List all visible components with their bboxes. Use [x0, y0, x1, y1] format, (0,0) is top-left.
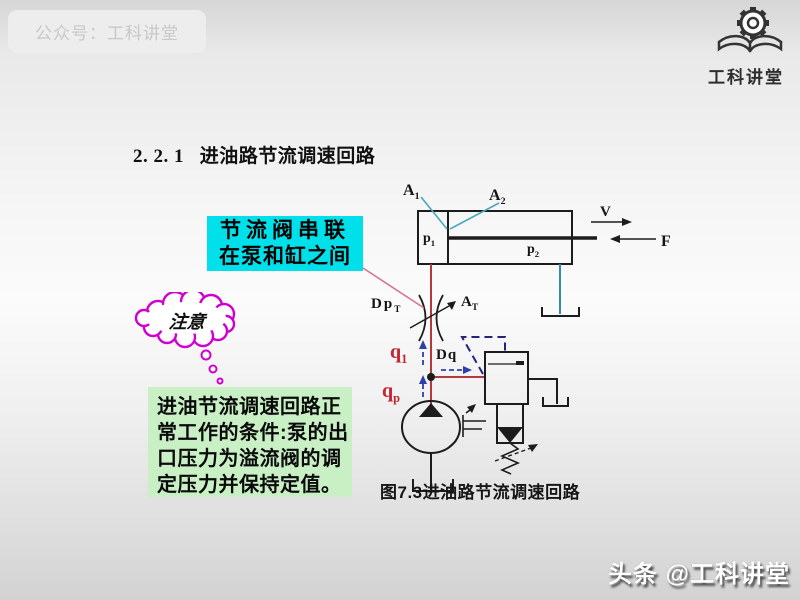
account-badge: 公众号：工科讲堂 [8, 10, 206, 53]
label-pressure-drop: DpT [371, 296, 403, 315]
tank-symbol-right [541, 307, 580, 317]
callout-throttle-position: 节流阀串联 在泵和缸之间 [207, 216, 363, 271]
label-flow-qp: qp [382, 380, 401, 405]
gear-book-icon [717, 7, 783, 53]
section-title: 2. 2. 1 进油路节流调速回路 [133, 146, 376, 167]
force-arrow [610, 235, 656, 243]
thought-bubble-icon [134, 288, 236, 385]
label-force: F [661, 233, 671, 250]
label-pressure-p2: p2 [527, 242, 540, 259]
pilot-line [460, 336, 506, 375]
label-pressure-p1: p1 [423, 231, 436, 248]
callout-line: 在泵和缸之间 [219, 244, 351, 268]
pressure-line [430, 264, 485, 404]
throttle-valve-symbol [409, 294, 456, 342]
callout-line: 节流阀串联 [220, 218, 350, 242]
watermark: 头条 @工科讲堂 [607, 561, 790, 588]
label-flow-q1: q1 [390, 341, 408, 366]
figure-caption: 图7.3进油路节流调速回路 [380, 483, 581, 502]
callout-line: 常工作的条件:泵的出 [157, 422, 349, 444]
callout-line: 口压力为溢流阀的调 [157, 448, 342, 470]
callout-line: 进油节流调速回路正 [157, 396, 342, 418]
label-throttle-area: AT [461, 294, 479, 313]
label-area-A1: A1 [403, 182, 420, 203]
velocity-arrow [591, 218, 632, 226]
attention-cloud [125, 288, 255, 402]
label-flow-dq: Dq [436, 347, 458, 363]
cylinder-symbol [417, 210, 597, 265]
junction-dot [427, 373, 435, 381]
label-area-A2: A2 [489, 187, 506, 208]
relief-valve-symbol [484, 351, 569, 475]
brand-name: 工科讲堂 [708, 68, 784, 87]
leader-lines [420, 196, 500, 230]
attention-label: 注意 [167, 312, 206, 332]
callout-working-condition: 进油节流调速回路正 常工作的条件:泵的出 口压力为溢流阀的调 定压力并保持定值。 [148, 387, 352, 497]
brand-logo: 工科讲堂 [698, 2, 794, 88]
callout-line: 定压力并保持定值。 [157, 474, 342, 496]
label-velocity: V [600, 204, 611, 220]
